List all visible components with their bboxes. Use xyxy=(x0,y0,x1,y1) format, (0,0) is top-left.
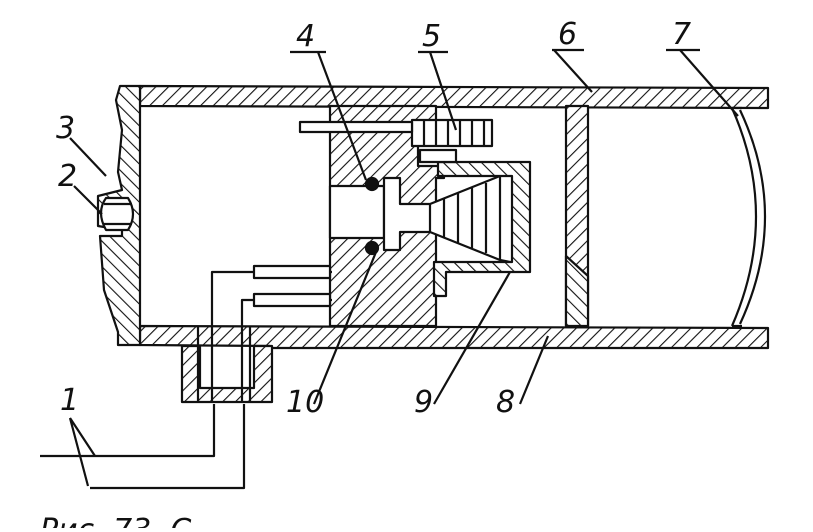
leader-6 xyxy=(553,49,593,93)
callout-8: 8 xyxy=(496,385,515,420)
eyepiece-lens xyxy=(99,196,135,232)
seal-ring-bottom xyxy=(364,240,380,256)
callout-10: 10 xyxy=(286,385,324,420)
leader-9 xyxy=(433,271,511,405)
callout-4: 4 xyxy=(296,19,315,54)
leader-1 xyxy=(68,417,96,487)
callout-6: 6 xyxy=(558,17,577,52)
housing-bottom-wall xyxy=(138,324,770,350)
leader-4 xyxy=(316,51,368,181)
callout-7: 7 xyxy=(672,17,691,52)
hv-converter xyxy=(410,118,494,148)
leader-10 xyxy=(312,251,378,405)
leader-2 xyxy=(73,185,103,215)
tube-holder-bore xyxy=(328,184,386,240)
external-cable xyxy=(40,404,216,458)
leader-8 xyxy=(518,335,550,405)
figure-caption: Рис. 73. С xyxy=(40,513,191,528)
callout-1: 1 xyxy=(60,383,79,418)
tube-socket-ring xyxy=(432,160,532,298)
seal-ring-top xyxy=(364,176,380,192)
callout-3: 3 xyxy=(56,111,75,146)
leader-7 xyxy=(679,49,739,117)
leader-5 xyxy=(428,51,458,131)
housing-top-wall xyxy=(138,84,770,110)
ring-holder xyxy=(564,254,590,328)
objective-lens xyxy=(730,107,758,327)
callout-5: 5 xyxy=(422,19,441,54)
cable-gland xyxy=(180,344,274,404)
callout-2: 2 xyxy=(58,159,77,194)
leader-3 xyxy=(69,137,107,177)
callout-9: 9 xyxy=(414,385,433,420)
